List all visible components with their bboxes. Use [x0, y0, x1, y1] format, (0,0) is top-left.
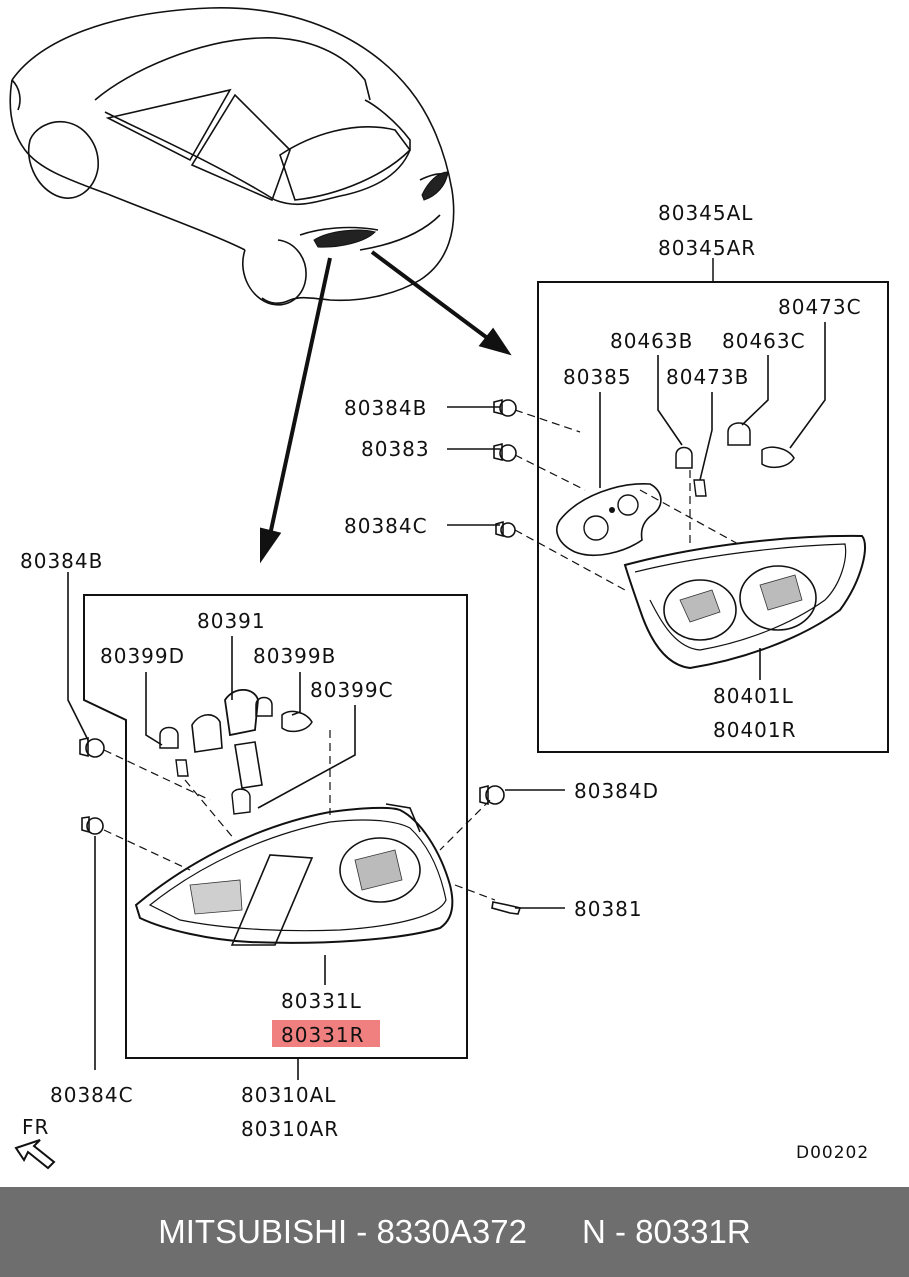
direction-arrows [260, 250, 512, 564]
label-80331L: 80331L [281, 989, 362, 1013]
highlight-box [272, 1020, 380, 1047]
footer-gap [527, 1213, 582, 1251]
footer-separator: - [347, 1213, 377, 1250]
label-80391: 80391 [197, 609, 266, 633]
label-80310AR: 80310AR [241, 1117, 339, 1141]
car-lamp-highlight [313, 171, 449, 248]
label-80383: 80383 [361, 437, 430, 461]
label-80401L: 80401L [713, 684, 794, 708]
label-80384D: 80384D [574, 779, 659, 803]
label-80310AL: 80310AL [241, 1083, 336, 1107]
car-outline-drawing [9, 7, 455, 306]
label-80384C-right: 80384C [344, 514, 428, 538]
orientation-label: FR [22, 1115, 49, 1139]
label-80345AL: 80345AL [658, 201, 753, 225]
leader-lines [67, 322, 826, 1080]
label-80385: 80385 [563, 365, 632, 389]
label-80401R: 80401R [713, 718, 797, 742]
label-80463C: 80463C [722, 329, 806, 353]
footer-ref-number: N - 80331R [581, 1213, 751, 1250]
part-labels: 80345AL 80345AR 80473C 80463B 80463C 803… [20, 201, 869, 1163]
label-80381: 80381 [574, 897, 643, 921]
label-80345AR: 80345AR [658, 236, 756, 260]
label-80399D: 80399D [100, 644, 185, 668]
label-80384B-left: 80384B [20, 549, 103, 573]
drawing-code: D00202 [796, 1143, 869, 1163]
front-direction-arrow-icon [14, 1139, 56, 1170]
label-80399B: 80399B [253, 644, 336, 668]
footer-brand: MITSUBISHI [158, 1213, 348, 1250]
label-80331R: 80331R [281, 1023, 365, 1047]
label-80473B: 80473B [666, 365, 749, 389]
label-80384B-right: 80384B [344, 396, 427, 420]
outer-lamp-assembly [83, 594, 496, 1059]
label-80399C: 80399C [310, 678, 394, 702]
footer-part-number: 8330A372 [376, 1213, 527, 1250]
label-80384C-left: 80384C [50, 1083, 134, 1107]
inner-lamp-assembly [514, 258, 889, 753]
label-80473C: 80473C [778, 295, 862, 319]
label-80463B: 80463B [610, 329, 693, 353]
parts-diagram: 80345AL 80345AR 80473C 80463B 80463C 803… [9, 7, 889, 1170]
fastener-icons [79, 398, 522, 915]
part-info-footer: MITSUBISHI - 8330A372 N - 80331R [0, 1187, 909, 1277]
